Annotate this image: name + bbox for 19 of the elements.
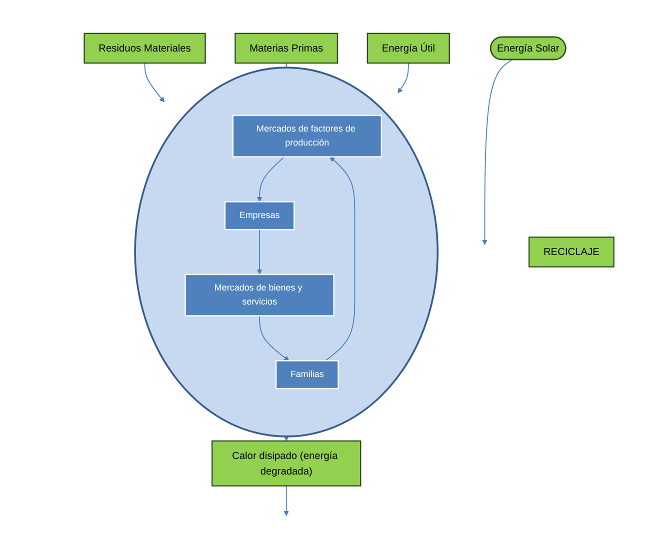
cluster [134, 66, 438, 438]
node-box [211, 440, 361, 486]
arrow [256, 229, 262, 275]
node-box [83, 32, 206, 64]
arrow [397, 62, 409, 94]
arrow [144, 62, 164, 102]
node-box [232, 114, 382, 158]
node-box [528, 236, 614, 268]
arrow [324, 156, 355, 362]
arrow [256, 156, 284, 202]
arrow [482, 59, 512, 246]
arrow [258, 315, 289, 361]
diagram: Mercados de factores de producción Familias Empresas Mercados de bienes y servicios Energía Solar RECICLAJE Residuos Materiales Materias Primas Calor disipado (energía degradada) Energía Útil [52, 5, 618, 535]
node-box [224, 201, 294, 230]
node-box [275, 360, 339, 390]
node-box [234, 32, 338, 64]
arrow [283, 485, 289, 516]
node-box [366, 32, 450, 64]
node-box [184, 274, 334, 316]
